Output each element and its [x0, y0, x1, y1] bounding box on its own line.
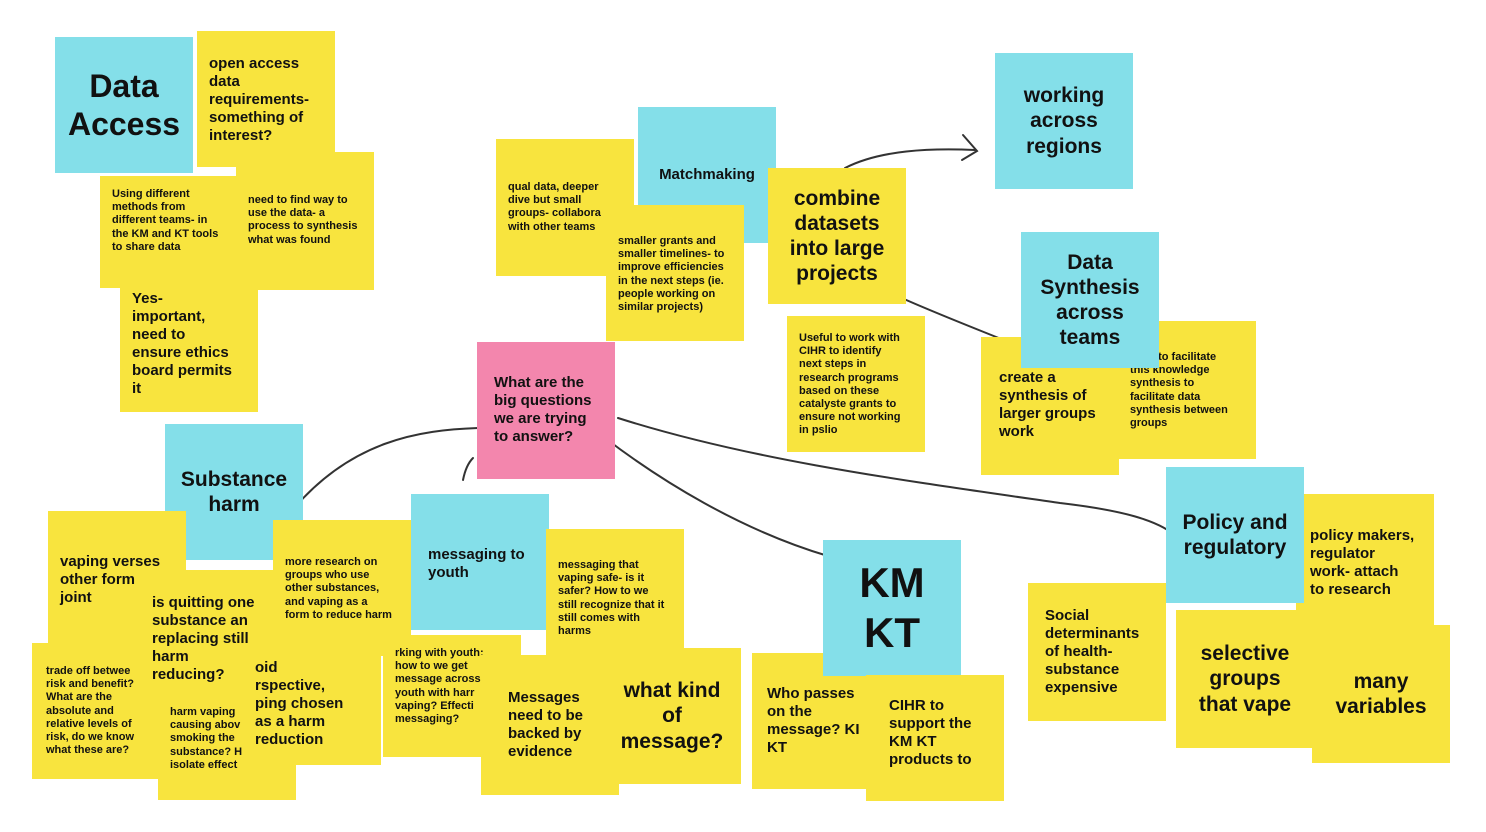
- note-ethics-board[interactable]: Yes- important, need to ensure ethics bo…: [120, 278, 258, 412]
- note-messaging-to-youth[interactable]: messaging to youth: [411, 494, 549, 630]
- arrowhead-regions: [961, 134, 979, 161]
- note-messaging-vaping-safe[interactable]: messaging that vaping safe- is it safer?…: [546, 529, 684, 667]
- arrow-combine-to-regions: [844, 148, 976, 169]
- note-working-across-regions[interactable]: working across regions: [995, 53, 1133, 189]
- note-using-different-methods[interactable]: Using different methods from different t…: [100, 176, 238, 288]
- note-need-to-find-way[interactable]: need to find way to use the data- a proc…: [236, 152, 374, 290]
- note-many-variables[interactable]: many variables: [1312, 625, 1450, 763]
- note-open-access[interactable]: open access data requirements- something…: [197, 31, 335, 167]
- note-selective-groups[interactable]: selective groups that vape: [1176, 610, 1314, 748]
- note-social-determinants[interactable]: Social determinants of health- substance…: [1028, 583, 1166, 721]
- note-combine-datasets[interactable]: combine datasets into large projects: [768, 168, 906, 304]
- note-quitting-substance[interactable]: is quitting one substance an replacing s…: [140, 570, 278, 708]
- note-big-questions[interactable]: What are the big questions we are trying…: [477, 342, 615, 479]
- note-what-kind-of-message[interactable]: what kind of message?: [603, 648, 741, 784]
- note-policy-makers[interactable]: policy makers, regulator work- attach to…: [1296, 494, 1434, 630]
- note-useful-cihr[interactable]: Useful to work with CIHR to identify nex…: [787, 316, 925, 452]
- note-policy-regulatory[interactable]: Policy and regulatory: [1166, 467, 1304, 603]
- note-km-kt[interactable]: KM KT: [823, 540, 961, 676]
- note-smaller-grants[interactable]: smaller grants and smaller timelines- to…: [606, 205, 744, 341]
- note-opioid-perspective[interactable]: oid rspective, ping chosen as a harm red…: [243, 643, 381, 765]
- note-data-access[interactable]: Data Access: [55, 37, 193, 173]
- note-more-research[interactable]: more research on groups who use other su…: [273, 520, 411, 656]
- line-question-stub: [462, 457, 474, 481]
- note-cihr-support[interactable]: CIHR to support the KM KT products to: [866, 675, 1004, 801]
- note-backed-by-evidence[interactable]: Messages need to be backed by evidence: [481, 655, 619, 795]
- note-data-synthesis-across-teams[interactable]: Data Synthesis across teams: [1021, 232, 1159, 368]
